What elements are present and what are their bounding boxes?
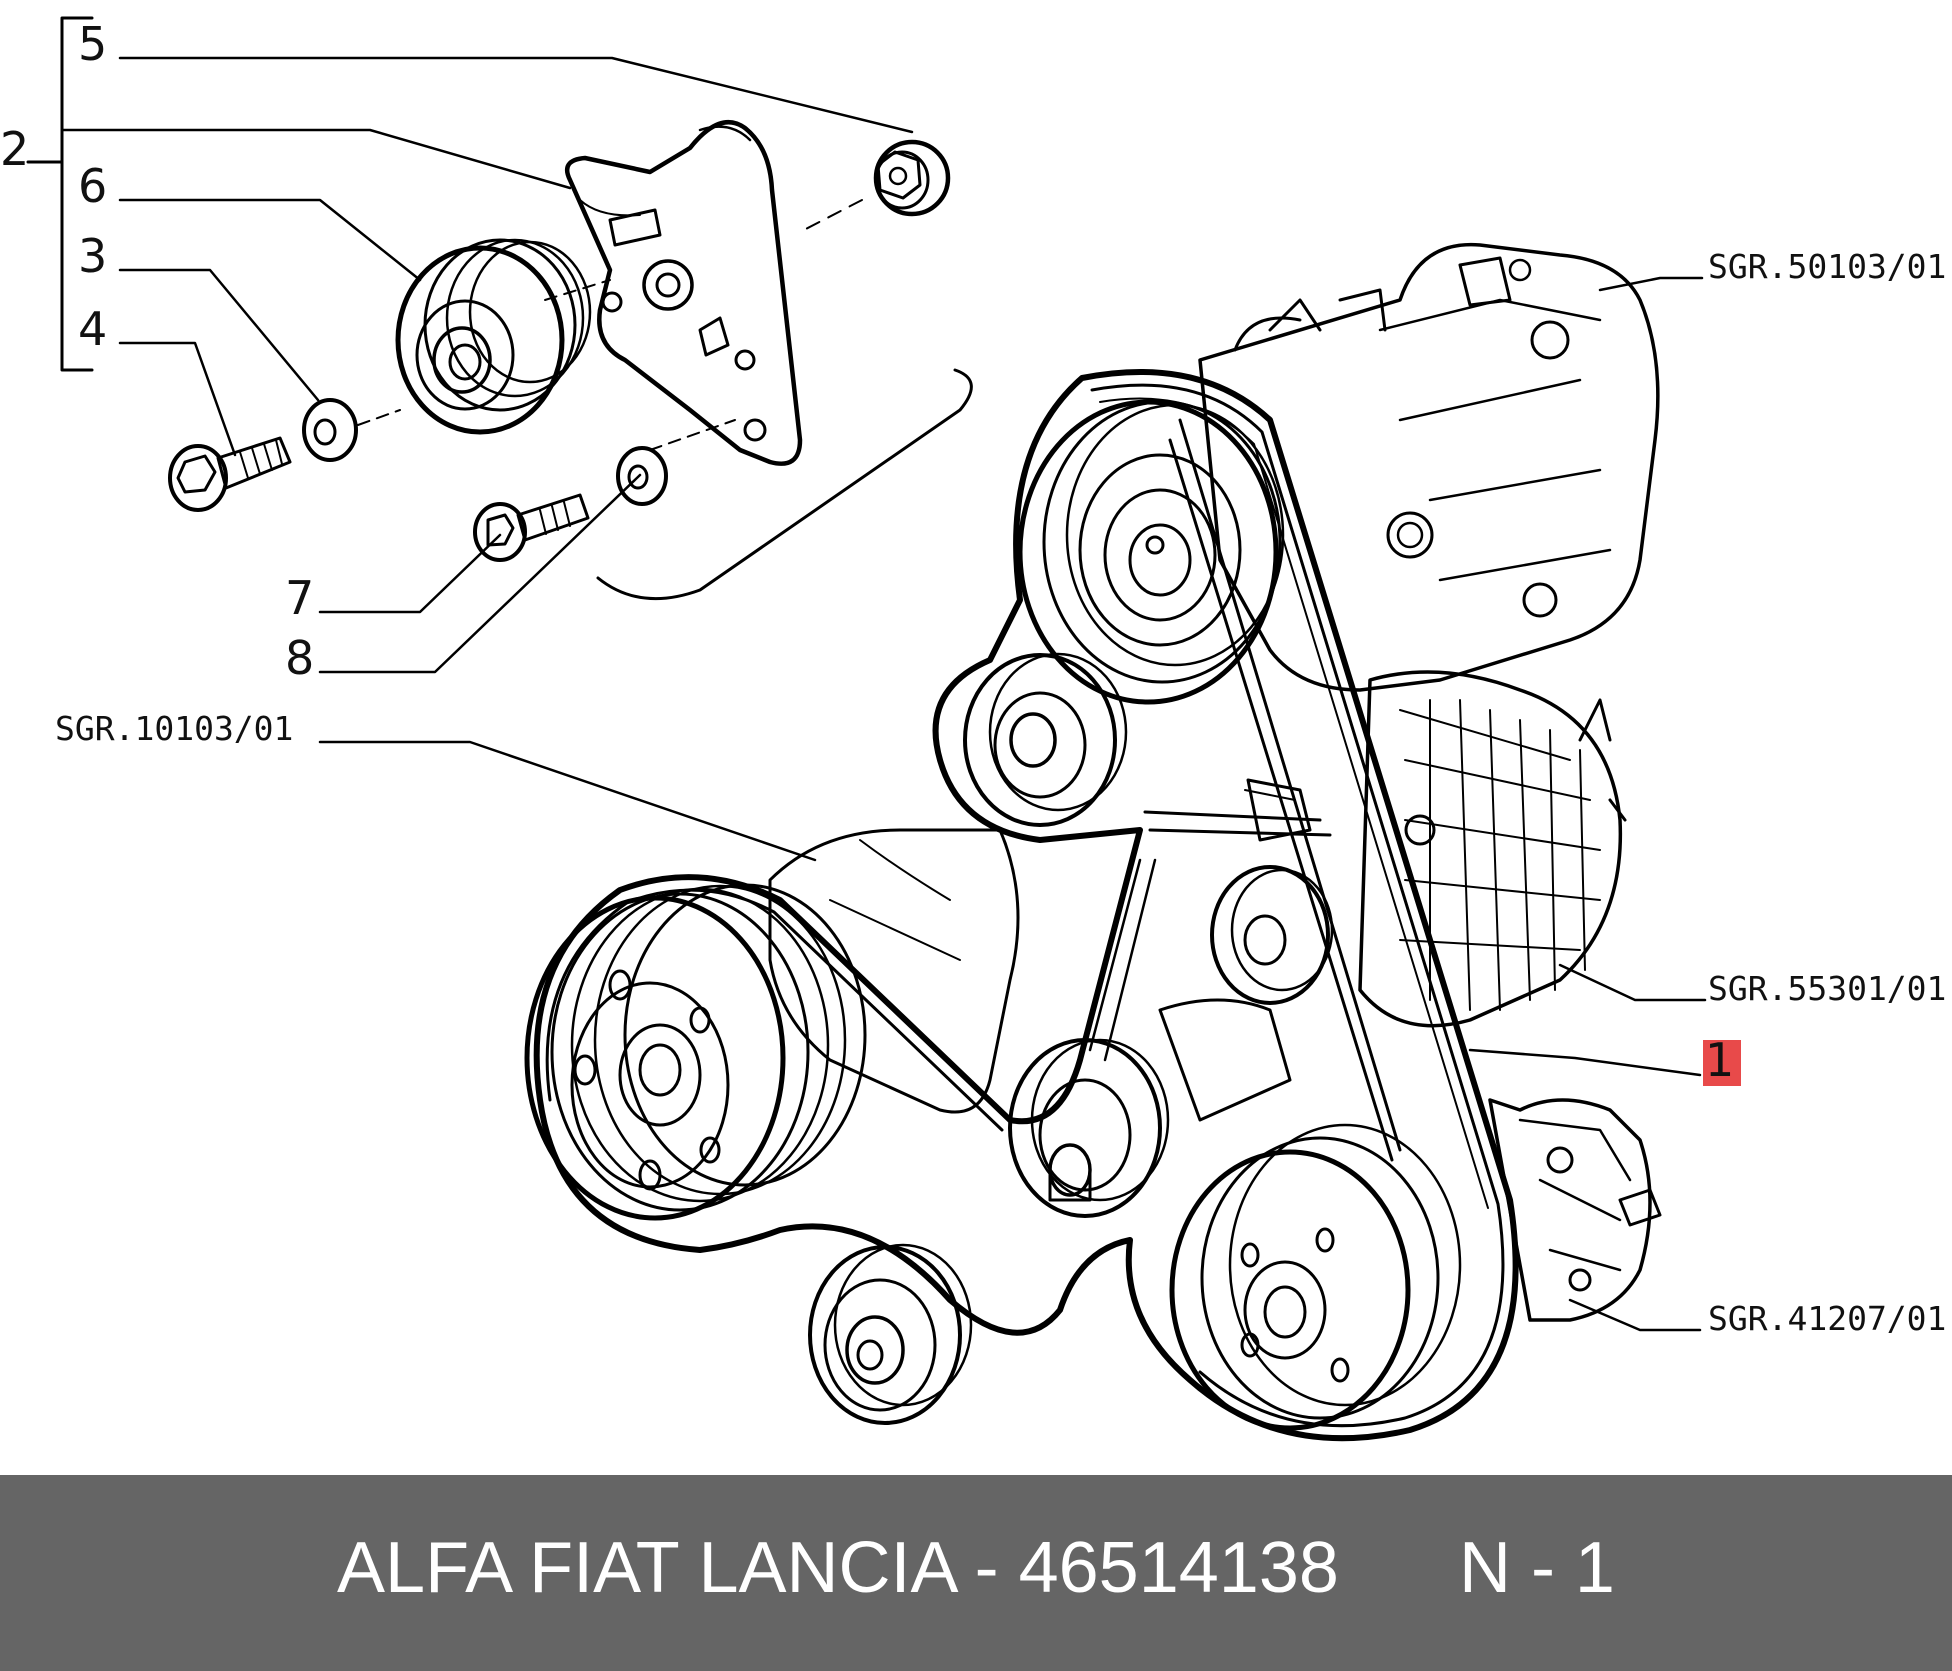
footer-gap: [1339, 1528, 1459, 1608]
callout-4: 4: [78, 302, 107, 356]
callout-2: 2: [0, 122, 29, 176]
callout-1-highlight: [1703, 1040, 1741, 1086]
callout-5: 5: [78, 17, 107, 71]
group-ref-compressor: SGR.50103/01: [1708, 247, 1946, 286]
footer-brand-part: ALFA FIAT LANCIA - 46514138: [337, 1528, 1339, 1608]
poly-v-belt: [533, 368, 1519, 1442]
callout-labels: 5 2 6 3 4 7 8 1 SGR.10103/01 SGR.50103/0…: [0, 17, 1946, 1338]
footer-bar: ALFA FIAT LANCIA - 46514138 N - 1: [0, 1475, 1952, 1671]
group-ref-engine: SGR.10103/01: [55, 709, 293, 748]
group-ref-alternator: SGR.55301/01: [1708, 969, 1946, 1008]
group-ref-steering-pump: SGR.41207/01: [1708, 1299, 1946, 1338]
engine-belt-drive: [318, 242, 1707, 1442]
callout-8: 8: [285, 631, 314, 685]
exploded-tensioner-assembly: [26, 16, 973, 674]
callout-6: 6: [78, 159, 107, 213]
callout-3: 3: [78, 229, 107, 283]
callout-1: 1: [1705, 1033, 1734, 1087]
callout-7: 7: [285, 571, 314, 625]
footer-sheet: N - 1: [1458, 1528, 1615, 1608]
belt-drive-diagram: 5 2 6 3 4 7 8 1 SGR.10103/01 SGR.50103/0…: [0, 16, 1946, 1442]
footer-caption: ALFA FIAT LANCIA - 46514138 N - 1: [0, 1527, 1952, 1609]
